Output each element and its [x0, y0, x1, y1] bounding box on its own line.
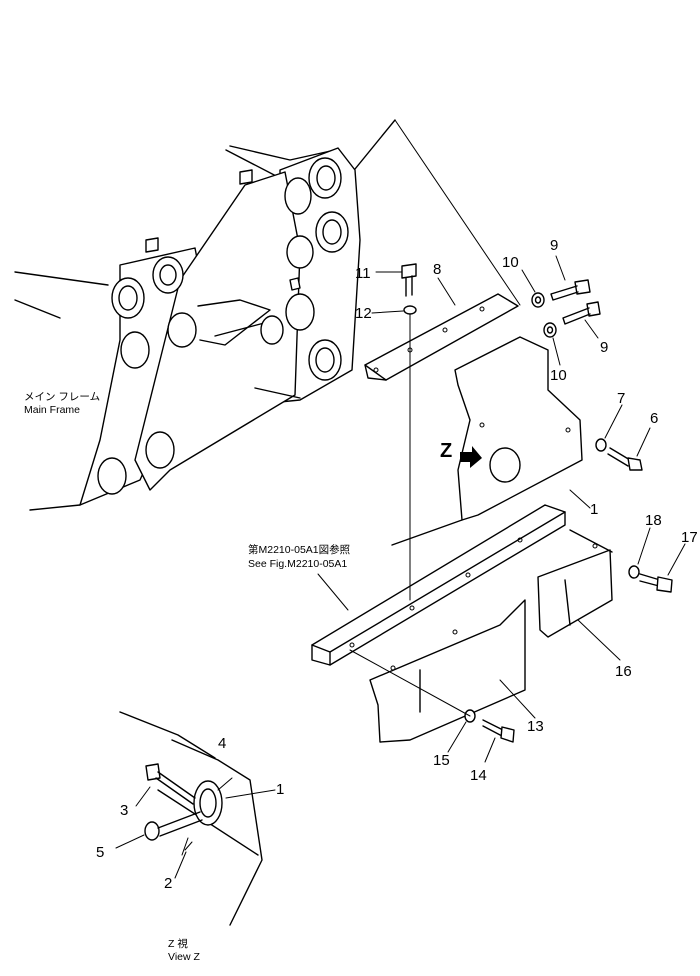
main-frame-label-jp: メイン フレーム: [24, 391, 100, 403]
callout-2: 2: [164, 875, 172, 892]
see-fig-leader: [317, 573, 349, 611]
cover-bracket-drawing: [311, 119, 613, 743]
callout-11: 11: [355, 265, 371, 282]
callout-13: 13: [527, 718, 544, 735]
view-z-marker: Z: [440, 440, 452, 462]
callout-16: 16: [615, 663, 632, 680]
hardware-drawing: [349, 263, 673, 743]
main-frame-label-en: Main Frame: [24, 404, 80, 416]
view-z-label-en: View Z: [168, 951, 200, 963]
main-frame-drawing: [14, 119, 396, 511]
callout-9-lower: 9: [600, 339, 608, 356]
callout-1-detail: 1: [276, 781, 284, 798]
callout-15: 15: [433, 752, 450, 769]
callout-5: 5: [96, 844, 104, 861]
callout-10-upper: 10: [502, 254, 519, 271]
view-z-detail-drawing: [119, 711, 263, 926]
callout-6: 6: [650, 410, 658, 427]
callout-10-lower: 10: [550, 367, 567, 384]
callout-7: 7: [617, 390, 625, 407]
see-fig-label-jp: 第M2210-05A1図参照: [248, 543, 351, 556]
callout-14: 14: [470, 767, 487, 784]
view-z-label-jp: Z 視: [168, 937, 188, 950]
view-z-arrow: [460, 446, 482, 468]
callout-1: 1: [590, 501, 598, 518]
callout-4: 4: [218, 735, 226, 752]
callout-3: 3: [120, 802, 128, 819]
callout-8: 8: [433, 261, 441, 278]
see-fig-label-en: See Fig.M2210-05A1: [248, 558, 347, 570]
callout-12: 12: [355, 305, 372, 322]
callout-17: 17: [681, 529, 698, 546]
callout-9-upper: 9: [550, 237, 558, 254]
callout-18: 18: [645, 512, 662, 529]
callout-leaders: [115, 255, 686, 879]
